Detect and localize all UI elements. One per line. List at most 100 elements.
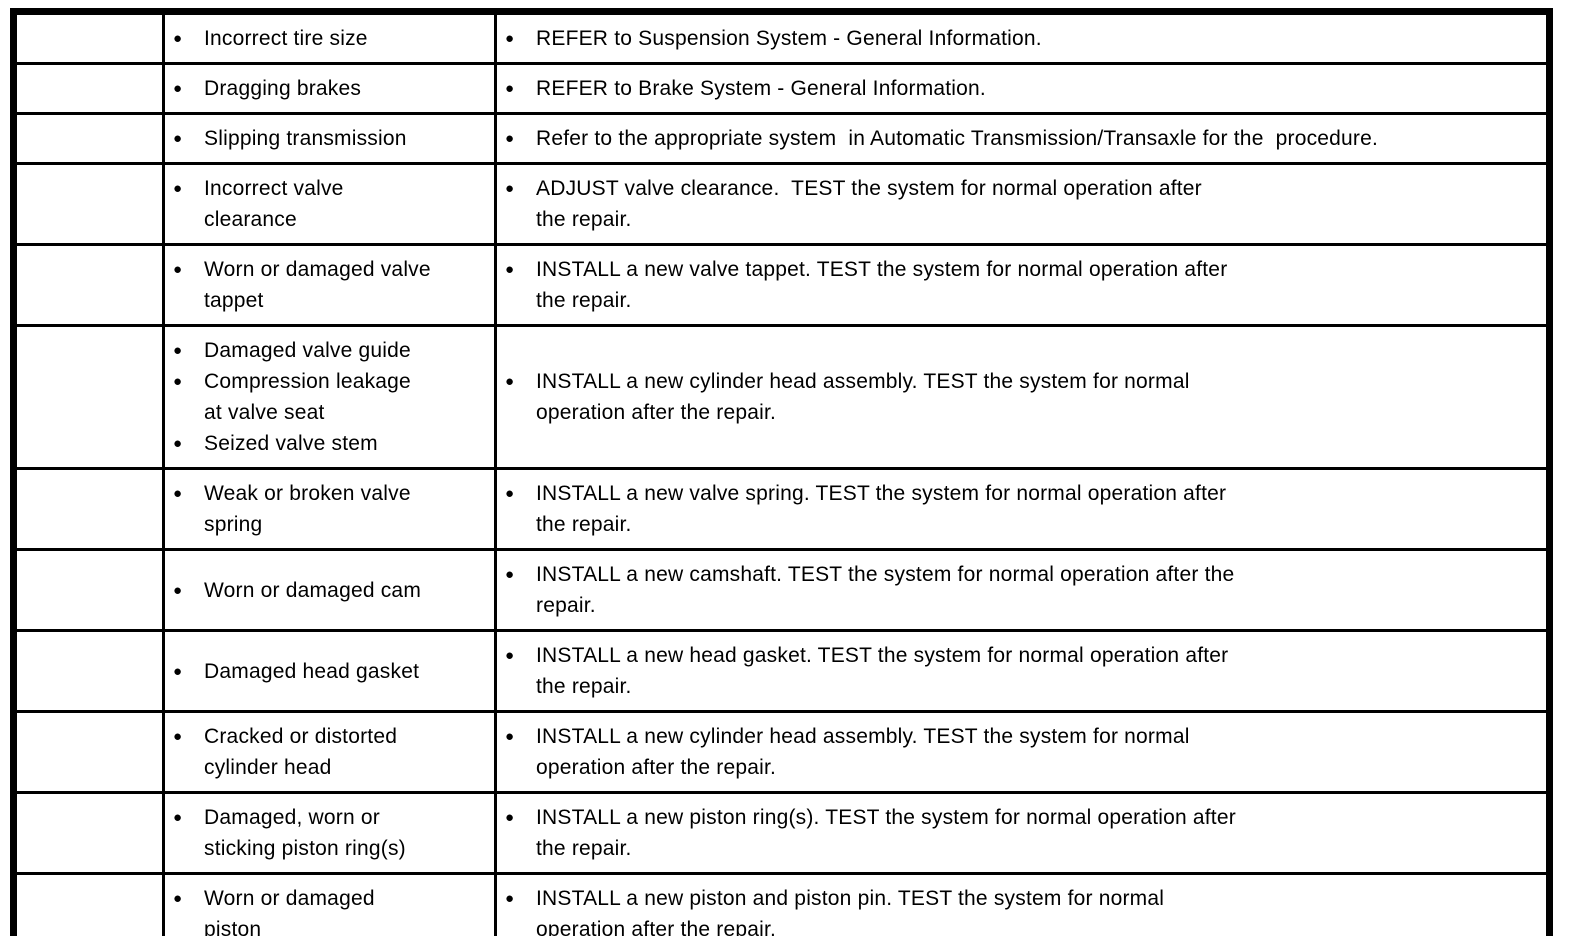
cause-text-block: Damaged valve guide [204, 335, 411, 366]
empty-cell [12, 710, 165, 794]
bullet-icon: ● [173, 130, 183, 147]
cause-item: ● Worn or damaged piston [173, 883, 486, 936]
cause-text-block: Damaged head gasket [204, 656, 419, 687]
action-text-line: Refer to the appropriate system in Autom… [536, 127, 1379, 150]
action-text-line: INSTALL a new cylinder head assembly. TE… [536, 725, 1190, 748]
action-text-block: INSTALL a new camshaft. TEST the system … [536, 559, 1234, 621]
bullet-icon: ● [173, 30, 183, 47]
bullet-icon: ● [505, 890, 515, 907]
bullet-icon: ● [505, 130, 515, 147]
table-row: ● Dragging brakes ● REFER to Brake System -… [12, 62, 1551, 115]
action-item: ● Refer to the appropriate system in Auto… [505, 123, 1538, 154]
action-cell: ●INSTALL a new head gasket. TEST the sys… [494, 629, 1551, 713]
action-text-block: INSTALL a new cylinder head assembly. TE… [536, 366, 1190, 428]
action-cell: ●REFER to Suspension System - General In… [494, 10, 1551, 65]
bullet-icon: ● [505, 728, 515, 745]
table-row: ● Incorrect tire size ●REFER to Suspension… [12, 10, 1551, 65]
action-text-block: INSTALL a new piston ring(s). TEST the s… [536, 802, 1236, 864]
table-row: ● Damaged valve guide ● Compression leakage… [12, 324, 1551, 470]
cause-cell: ● Incorrect tire size [162, 10, 497, 65]
cause-item: ● Worn or damaged cam [173, 575, 486, 606]
action-text-block: REFER to Brake System - General Informat… [536, 73, 986, 104]
bullet-icon: ● [173, 342, 183, 359]
cause-cell: ● Worn or damaged piston [162, 872, 497, 936]
action-text-block: ADJUST valve clearance. TEST the system … [536, 173, 1202, 235]
bullet-icon: ● [173, 662, 183, 680]
empty-cell [12, 872, 165, 936]
bullet-icon: ● [505, 80, 515, 97]
bullet-icon: ● [505, 180, 515, 197]
cause-text-block: Worn or damaged cam [204, 575, 421, 606]
action-text-line: INSTALL a new valve tappet. TEST the sys… [536, 258, 1228, 281]
table-row: ● Weak or broken valve spring ● INSTALL a ne… [12, 467, 1551, 551]
action-item: ●REFER to Suspension System - General In… [505, 23, 1538, 54]
action-cell: ● ADJUST valve clearance. TEST the system… [494, 162, 1551, 246]
bullet-icon: ● [173, 809, 183, 826]
bullet-icon: ● [173, 485, 183, 502]
cause-text-block: Compression leakage at valve seat [204, 366, 411, 428]
table-row: ● Slipping transmission ● Refer to the appr… [12, 112, 1551, 165]
action-cell: ● INSTALL a new camshaft. TEST the system… [494, 548, 1551, 632]
action-text-line: the repair. [536, 837, 632, 860]
bullet-icon: ● [173, 581, 183, 599]
bullet-icon: ● [505, 809, 515, 826]
bullet-icon: ● [505, 485, 515, 502]
action-text-line: the repair. [536, 675, 632, 698]
cause-text-line: Weak or broken valve [204, 482, 411, 505]
action-text-line: INSTALL a new head gasket. TEST the syst… [536, 644, 1229, 667]
cause-text-line: spring [204, 513, 263, 536]
action-text-block: INSTALL a new valve tappet. TEST the sys… [536, 254, 1227, 316]
action-text-line: INSTALL a new valve spring. TEST the sys… [536, 482, 1227, 505]
cause-item: ● Slipping transmission [173, 123, 486, 154]
cause-text-line: piston [204, 918, 262, 936]
cause-text-line: Slipping transmission [204, 127, 407, 150]
action-item: ●INSTALL a new valve tappet. TEST the sy… [505, 254, 1538, 316]
bullet-icon: ● [505, 566, 515, 583]
table-row: ● Worn or damaged cam ● INSTALL a new camsh… [12, 548, 1551, 632]
empty-cell [12, 10, 165, 65]
bullet-icon: ● [173, 890, 183, 907]
action-item: ● INSTALL a new piston ring(s). TEST the … [505, 802, 1538, 864]
action-text-line: REFER to Suspension System - General Inf… [536, 27, 1042, 50]
cause-text-line: Compression leakage [204, 370, 411, 393]
action-cell: ● INSTALL a new piston ring(s). TEST the … [494, 791, 1551, 875]
cause-text-block: Incorrect tire size [204, 23, 368, 54]
cause-text-line: Damaged head gasket [204, 659, 420, 683]
bullet-icon: ● [173, 80, 183, 97]
cause-text-block: Seized valve stem [204, 428, 378, 459]
action-text-block: Refer to the appropriate system in Autom… [536, 123, 1378, 154]
cause-item: ● Incorrect tire size [173, 23, 486, 54]
action-text-line: operation after the repair. [536, 756, 777, 779]
cause-item: ● Seized valve stem [173, 428, 486, 459]
cause-cell: ● Slipping transmission [162, 112, 497, 165]
cause-text-line: Seized valve stem [204, 432, 378, 455]
action-cell: ●INSTALL a new cylinder head assembly. T… [494, 324, 1551, 470]
cause-text-line: at valve seat [204, 401, 325, 424]
cause-text-line: Worn or damaged cam [204, 578, 422, 602]
empty-cell [12, 467, 165, 551]
cause-text-block: Slipping transmission [204, 123, 407, 154]
action-item: ● INSTALL a new camshaft. TEST the system… [505, 559, 1538, 621]
action-cell: ● REFER to Brake System - General Informa… [494, 62, 1551, 115]
action-cell: ●INSTALL a new valve tappet. TEST the sy… [494, 243, 1551, 327]
cause-text-line: cylinder head [204, 756, 332, 779]
cause-text-line: Incorrect valve [204, 177, 344, 200]
cause-text-line: Worn or damaged [204, 887, 375, 910]
action-text-block: REFER to Suspension System - General Inf… [536, 23, 1042, 54]
cause-text-line: Dragging brakes [204, 77, 362, 100]
action-text-line: ADJUST valve clearance. TEST the system … [536, 177, 1202, 200]
action-item: ● REFER to Brake System - General Informa… [505, 73, 1538, 104]
bullet-icon: ● [173, 435, 183, 452]
